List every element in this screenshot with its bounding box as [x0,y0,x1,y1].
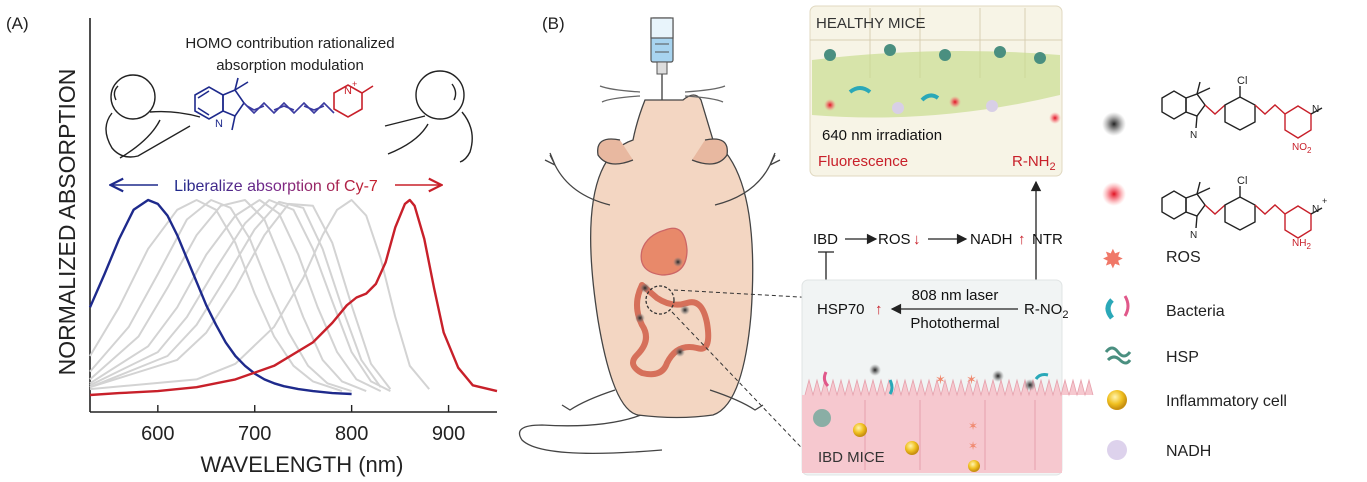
hsp-legend-label: HSP [1166,349,1199,366]
gray-absorption-curve [89,199,430,391]
hsp70-up-arrow: ↑ [875,301,883,318]
ibd-mice-label: IBD MICE [818,449,885,466]
structure-title-line2: absorption modulation [216,57,364,74]
x-tick-label: 900 [432,423,465,445]
bacteria-legend-icon [1105,298,1115,320]
hsp-legend-icon [1104,346,1132,365]
cy7-molecule [194,77,374,131]
gray-absorption-curve [89,199,391,392]
inflammatory-legend-label: Inflammatory cell [1166,393,1287,410]
ibd-mice-box: ✶ ✶ ✶ ✶ [801,279,1094,476]
mouse-illustration [518,85,781,454]
panel-b-label: (B) [542,14,565,33]
gray-absorption-curve [89,202,392,390]
red-absorption-curve [89,198,498,397]
blue-absorption-curve [88,198,352,396]
ros-down-arrow: ↓ [913,231,921,248]
x-tick-label: 800 [335,423,368,445]
x-axis-label: WAVELENGTH (nm) [201,452,404,477]
nadh-up-arrow: ↑ [1018,231,1026,248]
gray-absorption-curve [89,200,382,389]
nadh-label: NADH [970,231,1013,248]
photothermal-label: Photothermal [910,315,999,332]
panel-a-chart: NORMALIZED ABSORPTION 600 700 800 900 WAVEL… [54,18,498,477]
rnh2-label: R-NH2 [1012,153,1056,173]
absorption-arrow-text: Liberalize absorption of Cy-7 [174,178,378,195]
structure-title-line1: HOMO contribution rationalized [185,35,394,52]
zoom-line-top [673,289,819,299]
bacteria-legend-label: Bacteria [1166,303,1225,320]
svg-text:✶: ✶ [935,372,946,387]
nadh-legend-label: NADH [1166,443,1211,460]
pyridinium-charge: + [352,79,357,89]
svg-text:N: N [1190,130,1197,141]
x-tick-label: 700 [238,423,271,445]
y-axis-label: NORMALIZED ABSORPTION [54,69,80,376]
inflammatory-cell-legend-icon [1107,390,1127,410]
pyridinium-n: N [344,85,352,97]
legend: Cl N N NO2 Cl N N + NH2 ✸ ROS Bacteria [1102,75,1327,460]
panel-b-schematic: HEALTHY MICE 640 nm irradiation Fluoresc… [518,5,1327,476]
ros-label: ROS [878,231,911,248]
x-tick-label: 600 [141,423,174,445]
nadh-legend-icon [1107,440,1127,460]
healthy-mice-label: HEALTHY MICE [816,15,925,32]
ros-legend-label: ROS [1166,249,1201,266]
svg-text:✶: ✶ [968,439,978,453]
ros-legend-icon: ✸ [1102,244,1124,274]
svg-text:✶: ✶ [968,419,978,433]
svg-text:NO2: NO2 [1292,142,1312,155]
svg-text:+: + [1322,196,1327,206]
gray-absorption-curve [89,199,343,393]
irradiation-label: 640 nm irradiation [822,127,942,144]
pulling-figure-right [384,70,473,163]
svg-text:✶: ✶ [966,372,977,387]
ntr-label: NTR [1032,231,1063,248]
syringe-icon [650,17,674,100]
svg-text:N: N [1312,204,1319,215]
gray-absorption-curve [89,199,352,393]
inhibition-line [818,251,834,282]
ibd-label: IBD [813,231,838,248]
laser-label: 808 nm laser [912,287,999,304]
svg-text:Cl: Cl [1237,175,1247,187]
rno2-label: R-NO2 [1024,301,1068,321]
pulling-figure-left [105,74,201,159]
healthy-mice-box [809,5,1063,177]
zoom-line-bottom [671,311,819,466]
svg-text:NH2: NH2 [1292,238,1311,251]
panel-a-label: (A) [6,14,29,33]
svg-text:N: N [1312,104,1319,115]
svg-text:N: N [1190,230,1197,241]
gray-absorption-curve [89,199,382,393]
indoline-n: N [215,118,223,130]
fluorescence-label: Fluorescence [818,153,908,170]
quenched-probe-swatch-icon [1102,112,1126,136]
svg-text:Cl: Cl [1237,75,1247,87]
gray-absorption-curve [89,199,367,393]
hsp70-label: HSP70 [817,301,865,318]
fluorescent-probe-swatch-icon [1102,182,1126,206]
